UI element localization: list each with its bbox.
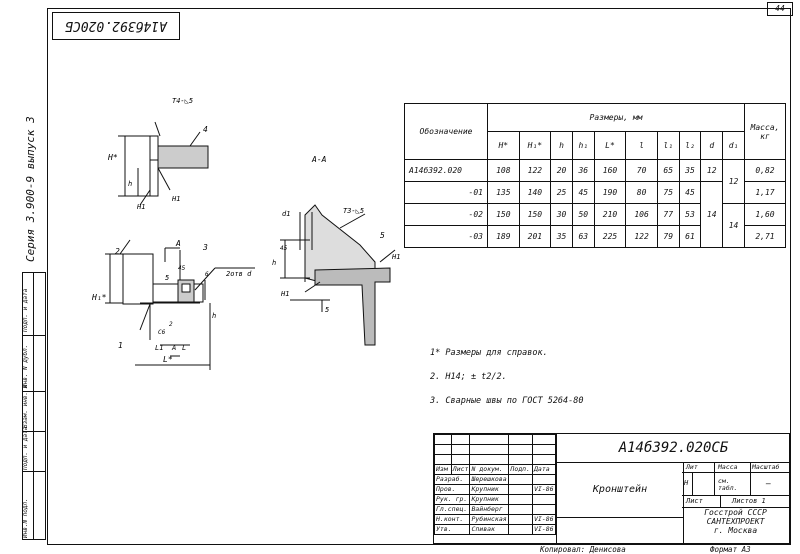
label-h1-b: Н1	[171, 195, 180, 203]
title-properties: Лит Масса Масштаб Н см. табл. — Лист Лис…	[682, 462, 789, 517]
part-4-side	[157, 145, 209, 169]
label-part-3: 3	[202, 243, 208, 252]
label-part-2: 2	[115, 247, 120, 256]
signature-row: Рук. гр. Крупник	[433, 494, 556, 505]
label-a: А	[175, 239, 181, 248]
label-h1-d: Н1	[280, 290, 289, 298]
copied-by: Копировал: Денисова	[540, 545, 626, 554]
label-l1: L1	[155, 344, 163, 352]
label-part-5: 5	[380, 231, 385, 240]
col-h1: h₁	[571, 131, 595, 160]
label-dim6: 6	[205, 271, 209, 278]
label-d1: d1	[282, 210, 290, 218]
label-holes: 2отв d	[226, 270, 252, 278]
header-mass: Масса, кг	[744, 103, 786, 160]
bracket-plate-side	[149, 135, 159, 197]
label-dim2: 2	[169, 321, 173, 328]
table-row: -03 189 201 35 63 225 122 79 61 2,71	[404, 225, 786, 248]
label-h-section: h	[272, 259, 276, 267]
section-angle	[314, 267, 391, 346]
col-l: l	[625, 131, 658, 160]
label-dim45b: 45	[178, 265, 186, 272]
label-h-star: Н*	[107, 153, 118, 162]
header-sizes: Размеры, мм	[487, 103, 745, 132]
signature-row: Н.конт. Рубинская VI-86	[433, 514, 556, 525]
col-h1-star: Н₁*	[518, 131, 552, 160]
label-part-4: 4	[203, 125, 208, 134]
label-dim5: 5	[325, 306, 329, 314]
sheet-format: Формат А3	[710, 545, 751, 554]
label-l: L	[182, 344, 186, 352]
label-a-bottom: А	[171, 344, 176, 352]
label-part-5-front: 5	[165, 274, 169, 282]
signature-row: Разраб. Шерешкова	[433, 474, 556, 485]
label-h: h	[128, 180, 132, 188]
label-h-front: h	[212, 312, 216, 320]
table-row: А14б392.020 108 122 20 36 160 70 65 35 1…	[404, 159, 786, 204]
label-h1-c: Н1	[391, 253, 400, 261]
label-section: А-А	[311, 155, 327, 164]
label-dim45: 45	[280, 245, 288, 252]
note-1: 1* Размеры для справок.	[430, 348, 548, 358]
drawing-frame	[47, 8, 791, 545]
col-h-star: Н*	[487, 131, 520, 160]
col-l1: l₁	[656, 131, 680, 160]
inventory-column	[22, 272, 46, 540]
label-l-star: L*	[163, 355, 173, 364]
note-2: 2. Н14; ± t2/2.	[430, 372, 507, 382]
dimensions-table: Обозначение Размеры, мм Масса, кг Н* Н₁*…	[404, 103, 786, 248]
label-part-1: 1	[118, 341, 123, 350]
signature-row: Утв. Спивак VI-86	[433, 524, 556, 535]
title-block-signatures: Изм Лист N докум. Подп. Дата Разраб. Шер…	[433, 434, 556, 535]
title-block: Изм Лист N докум. Подп. Дата Разраб. Шер…	[433, 433, 790, 544]
col-d: d	[700, 131, 724, 160]
col-l-star: L*	[593, 131, 627, 160]
signature-row: Пров. Крупник VI-86	[433, 484, 556, 495]
note-3: 3. Сварные швы по ГОСТ 5264-80	[430, 396, 584, 406]
label-h1-star: Н₁*	[91, 293, 107, 302]
signature-row: Гл.спец. Вайнберг	[433, 504, 556, 515]
bracket-front	[122, 253, 154, 305]
section-bracket	[304, 204, 376, 283]
label-c6: С6	[158, 329, 166, 336]
header-designation: Обозначение	[404, 103, 488, 160]
table-row: -02 150 150 30 50 210 106 77 53 14 1,60	[404, 203, 786, 248]
label-h1-a: Н1	[136, 203, 145, 211]
title-name: Кронштейн	[556, 462, 684, 517]
col-l2: l₂	[678, 131, 702, 160]
col-h: h	[550, 131, 573, 160]
col-d1: d₁	[722, 131, 745, 160]
title-organization: Госстрой СССР САНТЕХПРОЕКТ г. Москва	[704, 508, 767, 535]
label-weld-t3: Т3-◺5	[343, 207, 364, 215]
title-doc-code: А14б392.020СБ	[556, 434, 790, 463]
label-weld-t4: Т4-◺5	[172, 97, 193, 105]
